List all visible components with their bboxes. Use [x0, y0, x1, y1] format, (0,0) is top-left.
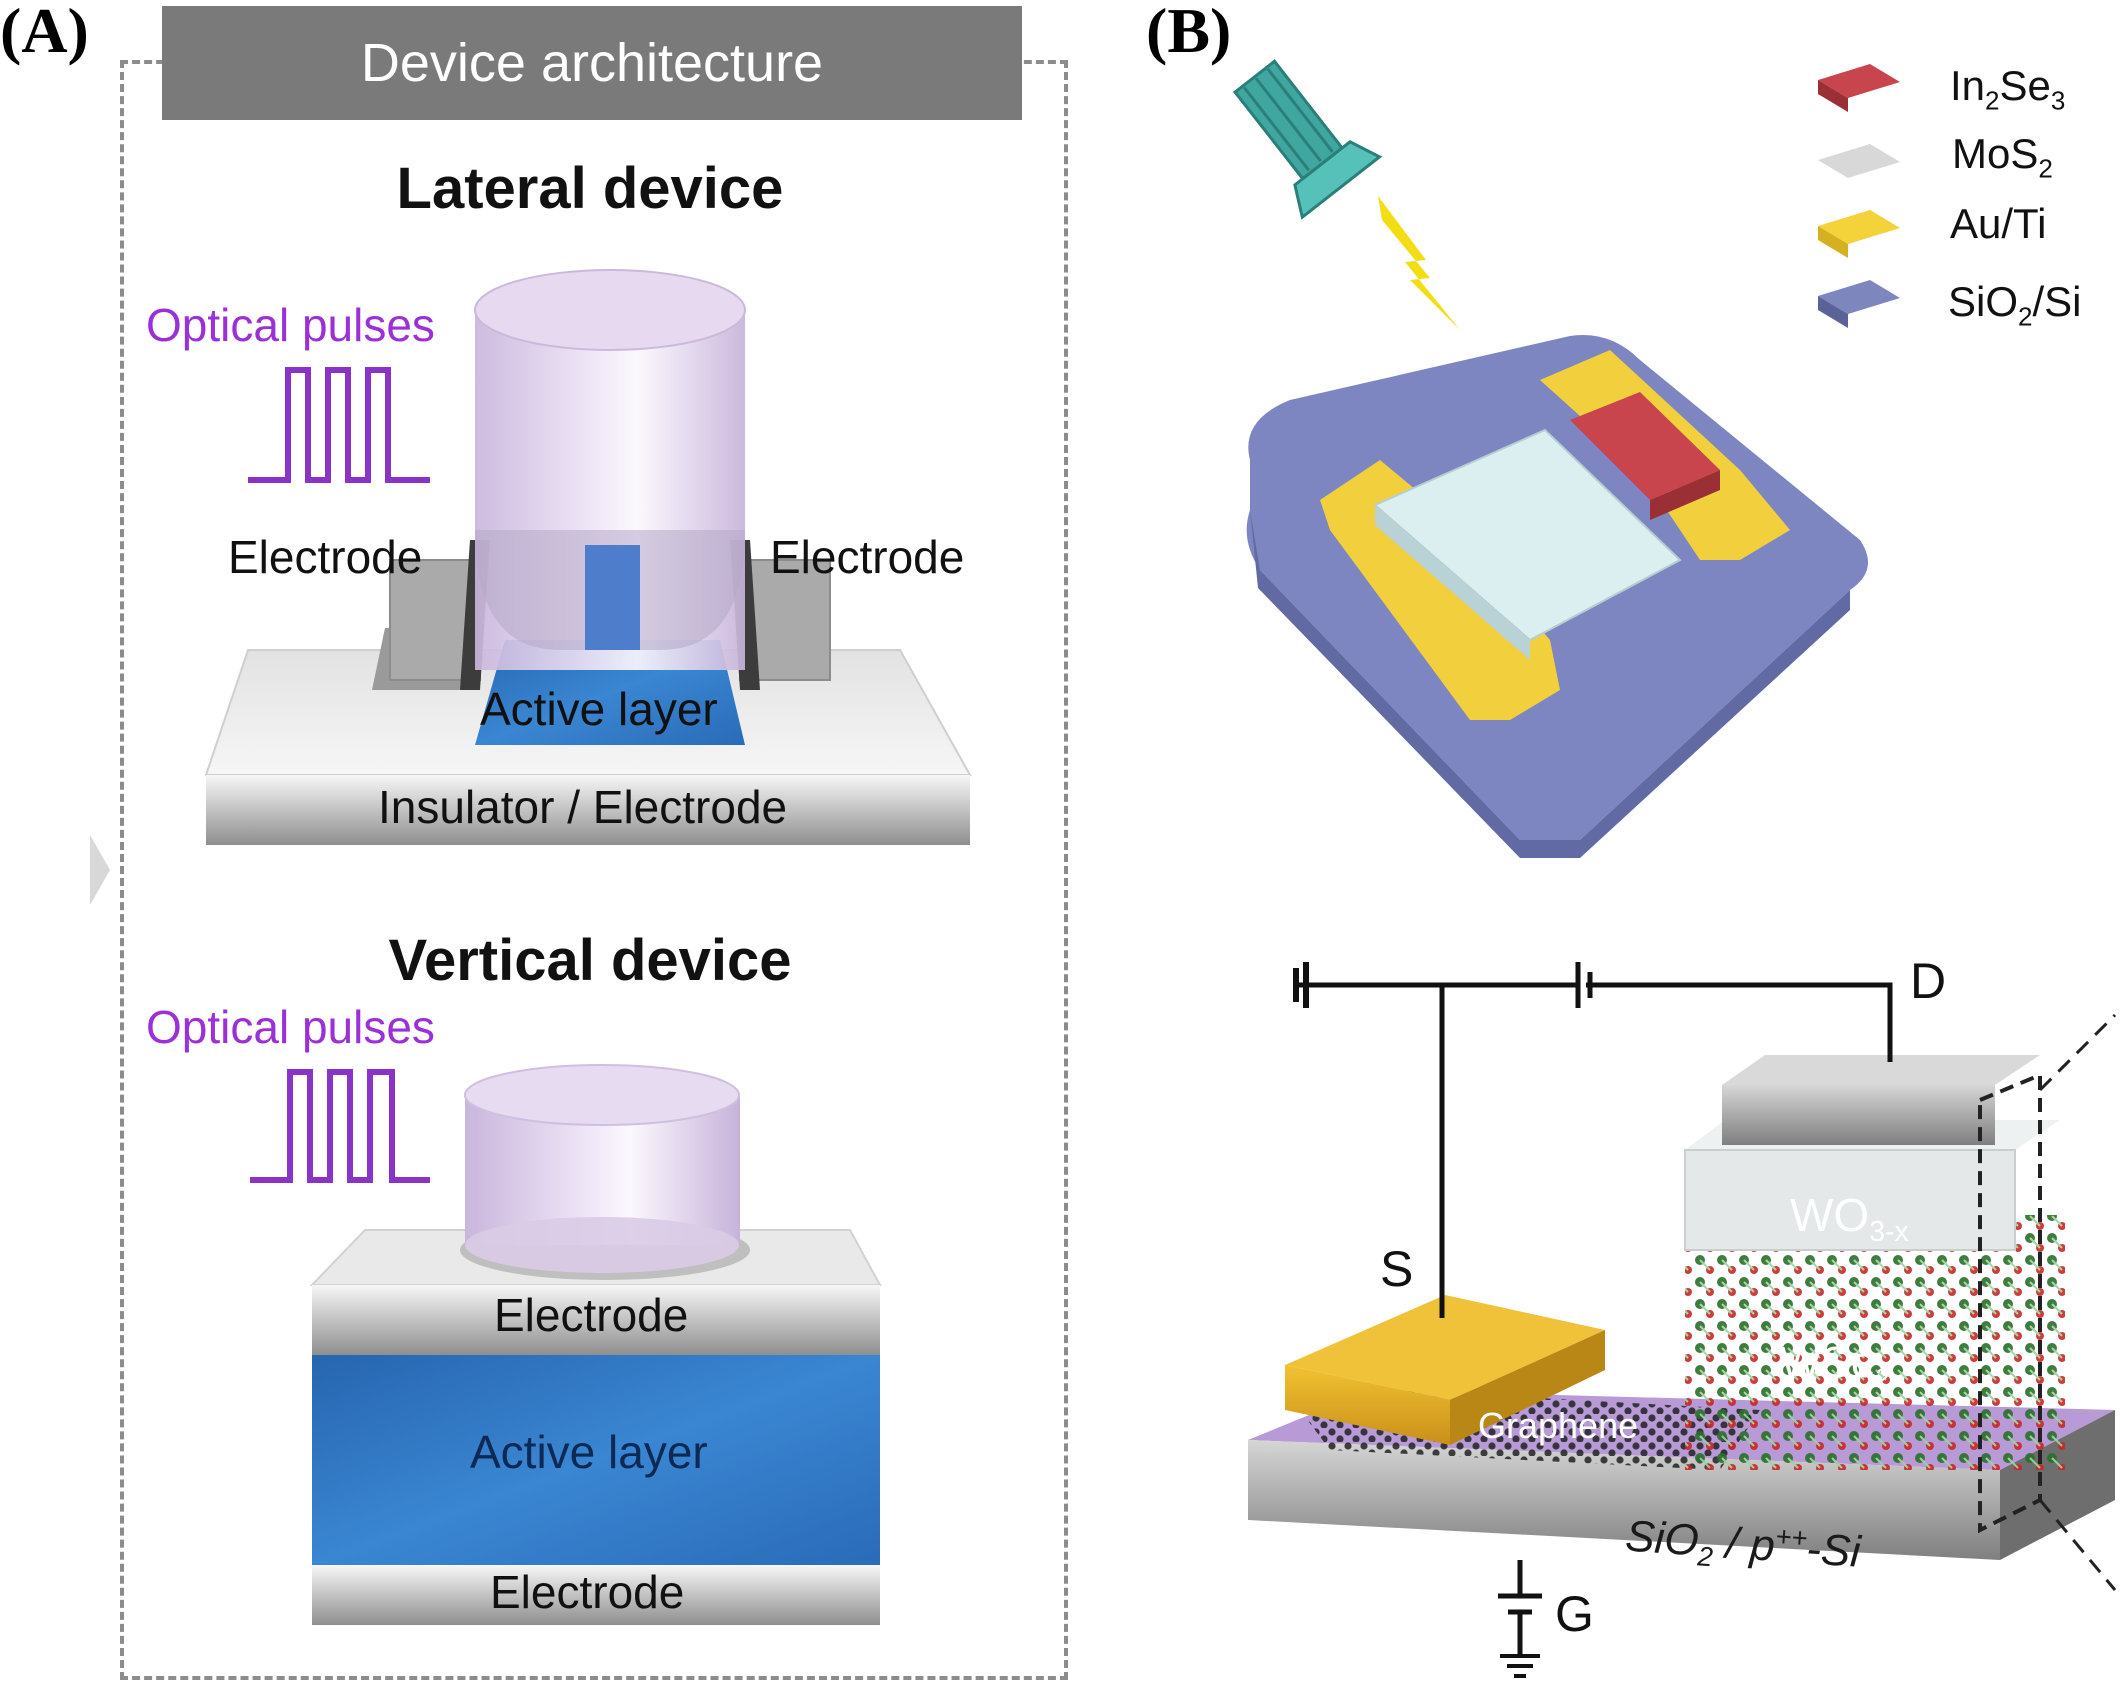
- vertical-active-layer-label: Active layer: [470, 1426, 708, 1478]
- device-architecture-banner: Device architecture: [162, 6, 1022, 120]
- vertical-device-drawing: [250, 1064, 882, 1625]
- source-label: S: [1380, 1241, 1414, 1297]
- vertical-electrode-bottom-label: Electrode: [490, 1566, 685, 1618]
- lateral-active-layer-label: Active layer: [480, 683, 718, 735]
- vertical-device-title: Vertical device: [388, 928, 792, 993]
- lateral-electrode-right-label: Electrode: [770, 531, 965, 583]
- panel-label-a: (A): [0, 0, 89, 66]
- gate-label: G: [1555, 1586, 1594, 1642]
- panel-label-b: (B): [1146, 0, 1232, 66]
- vertical-optical-pulses-label: Optical pulses: [146, 1001, 435, 1053]
- legend-sio2-si: SiO2/Si: [1948, 278, 2082, 332]
- legend-mos2: MoS2: [1952, 130, 2053, 184]
- wse2-label: WSe2: [1780, 1338, 1891, 1393]
- lateral-electrode-left-label: Electrode: [228, 531, 423, 583]
- graphene-label: Graphene: [1478, 1405, 1639, 1446]
- wo3x-label: WO3-x: [1790, 1189, 1909, 1249]
- lateral-optical-pulses-label: Optical pulses: [146, 299, 435, 351]
- lateral-device-title: Lateral device: [396, 156, 784, 221]
- graphene-wse2-device-drawing: [1248, 962, 2117, 1678]
- drain-label: D: [1910, 953, 1947, 1009]
- legend-au-ti: Au/Ti: [1950, 200, 2047, 247]
- side-arrow-shape: [90, 835, 110, 905]
- legend-swatches: [1818, 64, 1900, 328]
- vertical-electrode-top-label: Electrode: [494, 1289, 689, 1341]
- legend-in2se3: In2Se3: [1950, 62, 2066, 116]
- lateral-base-label: Insulator / Electrode: [378, 781, 788, 833]
- lateral-device-drawing: [204, 269, 972, 845]
- in2se3-mos2-device-drawing: [1232, 59, 1868, 858]
